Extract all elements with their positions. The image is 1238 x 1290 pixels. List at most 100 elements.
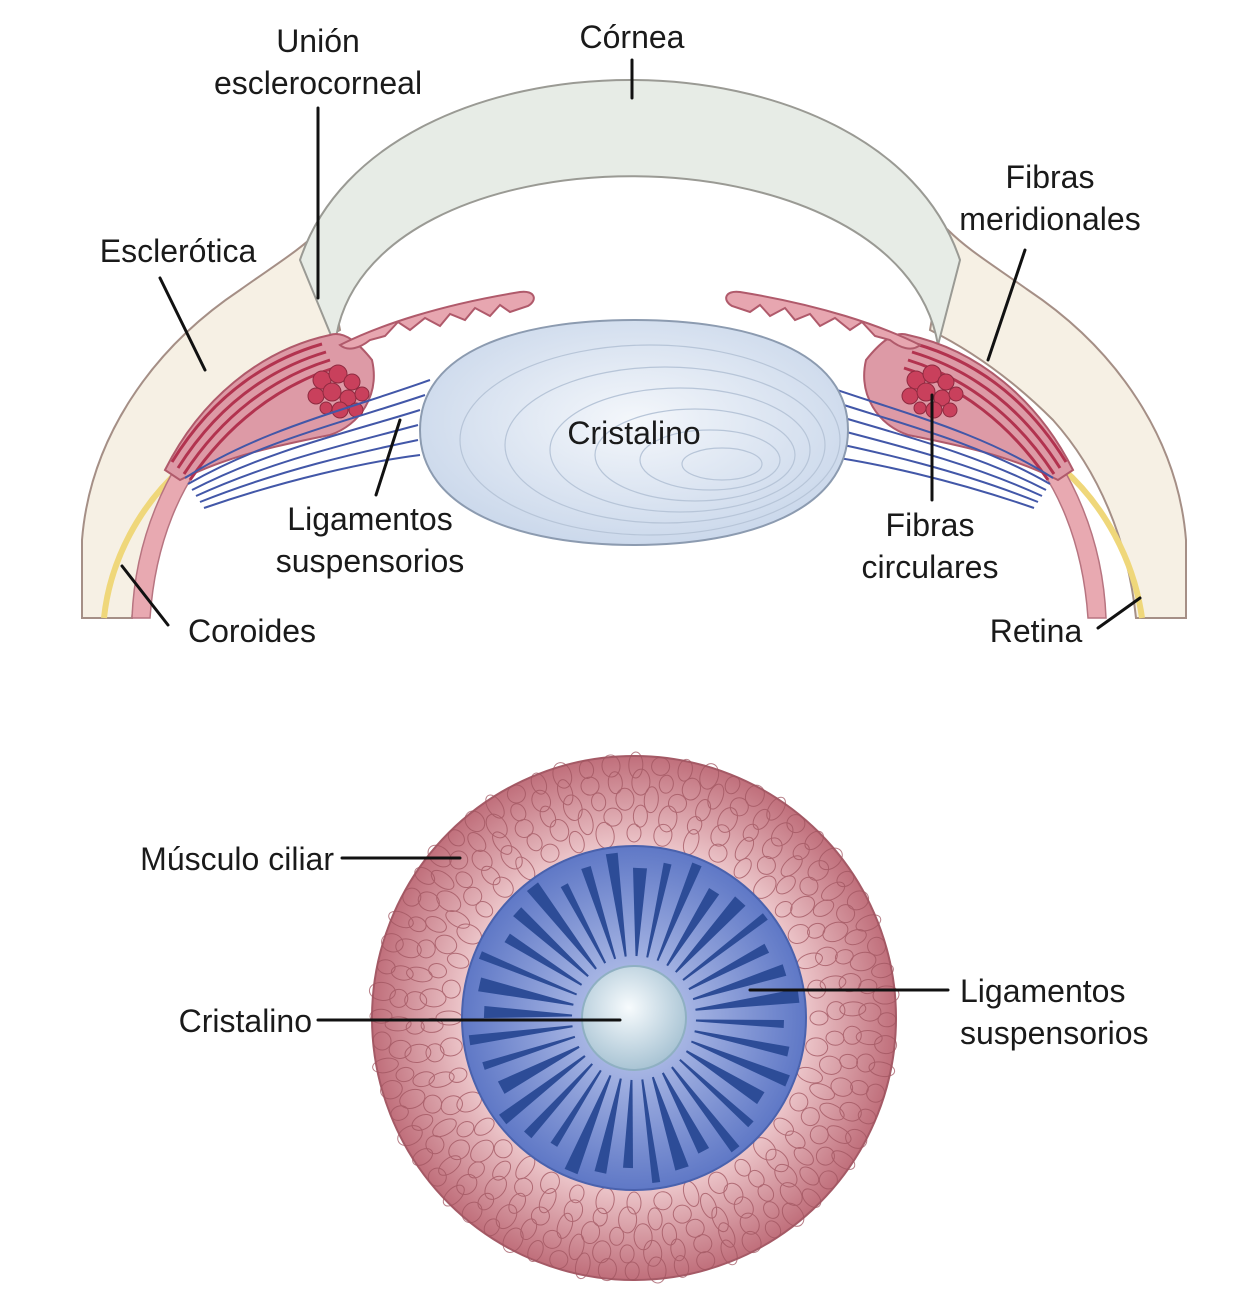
muscle-cell bbox=[425, 1043, 445, 1063]
muscle-cell bbox=[677, 758, 693, 782]
muscle-cell bbox=[430, 869, 455, 890]
muscle-cell bbox=[384, 1016, 412, 1032]
muscle-cell bbox=[799, 1166, 820, 1186]
muscle-cell bbox=[695, 799, 712, 822]
muscle-cell bbox=[729, 797, 749, 817]
muscle-cell bbox=[500, 845, 523, 870]
muscle-cell bbox=[867, 936, 887, 956]
muscle-cell bbox=[456, 1173, 478, 1196]
ligament-spoke bbox=[499, 1055, 586, 1125]
muscle-cell bbox=[809, 1010, 829, 1026]
muscle-cell bbox=[733, 857, 752, 879]
muscle-cell bbox=[834, 949, 854, 965]
muscle-cell bbox=[761, 837, 783, 859]
circular-fibers-right bbox=[901, 364, 964, 419]
muscle-cell bbox=[849, 951, 877, 972]
leader-meridionales bbox=[986, 248, 1027, 362]
muscle-cell bbox=[380, 1080, 403, 1100]
muscle-cell bbox=[432, 1118, 457, 1138]
label-musculo-ciliar: Músculo ciliar bbox=[140, 841, 334, 877]
muscle-cell bbox=[445, 910, 471, 929]
muscle-cell bbox=[717, 807, 738, 833]
muscle-cell bbox=[708, 1171, 728, 1194]
muscle-cell bbox=[574, 1252, 591, 1280]
muscle-cell bbox=[597, 1258, 617, 1282]
muscle-cell bbox=[510, 803, 527, 822]
muscle-cell bbox=[404, 1043, 432, 1064]
muscle-cell bbox=[438, 1155, 462, 1176]
muscle-cell bbox=[631, 768, 651, 796]
muscle-cell bbox=[807, 922, 826, 939]
muscle-cell bbox=[807, 860, 830, 881]
label-ligamentos-top-2: suspensorios bbox=[276, 543, 465, 579]
muscle-cell bbox=[877, 1012, 897, 1028]
label-cristalino-bottom: Cristalino bbox=[179, 1003, 312, 1039]
suspensory-ligaments-left bbox=[184, 379, 431, 509]
muscle-cell bbox=[748, 1169, 765, 1188]
muscle-cell bbox=[428, 963, 448, 979]
ligament-spoke bbox=[605, 852, 627, 957]
muscle-cell bbox=[658, 805, 678, 833]
muscle-cell bbox=[436, 890, 462, 912]
ligament-spoke bbox=[671, 1066, 740, 1153]
muscle-cell bbox=[467, 832, 487, 852]
muscle-cell bbox=[618, 1206, 638, 1234]
muscle-cell bbox=[552, 762, 573, 789]
ligament-spoke bbox=[679, 1059, 754, 1128]
ligament-spoke bbox=[513, 907, 589, 977]
label-union-2: esclerocorneal bbox=[214, 65, 422, 101]
muscle-cell bbox=[812, 899, 835, 917]
muscle-cell bbox=[423, 1094, 443, 1114]
muscle-cell bbox=[720, 1239, 738, 1266]
muscle-cell bbox=[857, 1108, 877, 1125]
suspensory-spokes bbox=[468, 852, 800, 1183]
muscle-cell bbox=[464, 810, 486, 833]
muscle-cell bbox=[858, 1002, 882, 1022]
muscle-cell bbox=[549, 1250, 569, 1270]
muscle-cell bbox=[485, 794, 505, 819]
muscle-cell bbox=[615, 787, 635, 811]
muscle-cell bbox=[502, 1227, 524, 1253]
ligament-spoke bbox=[550, 1069, 602, 1147]
muscle-cell bbox=[557, 779, 574, 806]
muscle-cell bbox=[395, 938, 422, 959]
muscle-cell bbox=[668, 793, 687, 813]
muscle-cell bbox=[538, 1187, 557, 1214]
muscle-cell bbox=[463, 886, 483, 906]
muscle-cell bbox=[388, 910, 414, 929]
muscle-cell bbox=[417, 891, 440, 912]
muscle-cell bbox=[425, 1135, 445, 1155]
muscle-cell bbox=[446, 952, 470, 969]
muscle-cell bbox=[420, 1017, 444, 1033]
muscle-cell bbox=[591, 792, 607, 812]
muscle-cell bbox=[821, 881, 846, 901]
ligament-spoke bbox=[524, 1063, 593, 1139]
label-cristalino-top: Cristalino bbox=[567, 415, 700, 451]
muscle-cell bbox=[842, 1025, 862, 1045]
muscle-cell bbox=[508, 1192, 527, 1214]
muscle-cell bbox=[477, 1192, 495, 1211]
muscle-cell bbox=[626, 1191, 642, 1215]
muscle-cell bbox=[874, 1035, 898, 1055]
muscle-cell bbox=[542, 1229, 562, 1249]
muscle-cell bbox=[603, 807, 623, 827]
muscle-cell bbox=[831, 1150, 856, 1170]
muscle-cell bbox=[619, 1244, 635, 1264]
muscle-cell bbox=[819, 1055, 842, 1075]
ligament-spoke bbox=[504, 933, 583, 986]
muscle-cell bbox=[801, 1188, 822, 1208]
muscle-cell bbox=[775, 875, 796, 895]
ligament-spoke bbox=[641, 1079, 661, 1183]
muscle-cell bbox=[724, 775, 741, 795]
muscle-cell bbox=[563, 1199, 584, 1223]
ligament-spoke bbox=[646, 862, 672, 958]
muscle-cell bbox=[681, 777, 702, 801]
muscle-cell bbox=[483, 1218, 501, 1237]
muscle-cell bbox=[839, 1001, 867, 1017]
muscle-cell bbox=[765, 1148, 789, 1173]
label-fibras-circulares-2: circulares bbox=[862, 549, 999, 585]
muscle-cell bbox=[530, 772, 548, 795]
muscle-cell bbox=[850, 1080, 869, 1096]
muscle-cell bbox=[818, 1170, 838, 1190]
muscle-cell bbox=[836, 870, 855, 888]
